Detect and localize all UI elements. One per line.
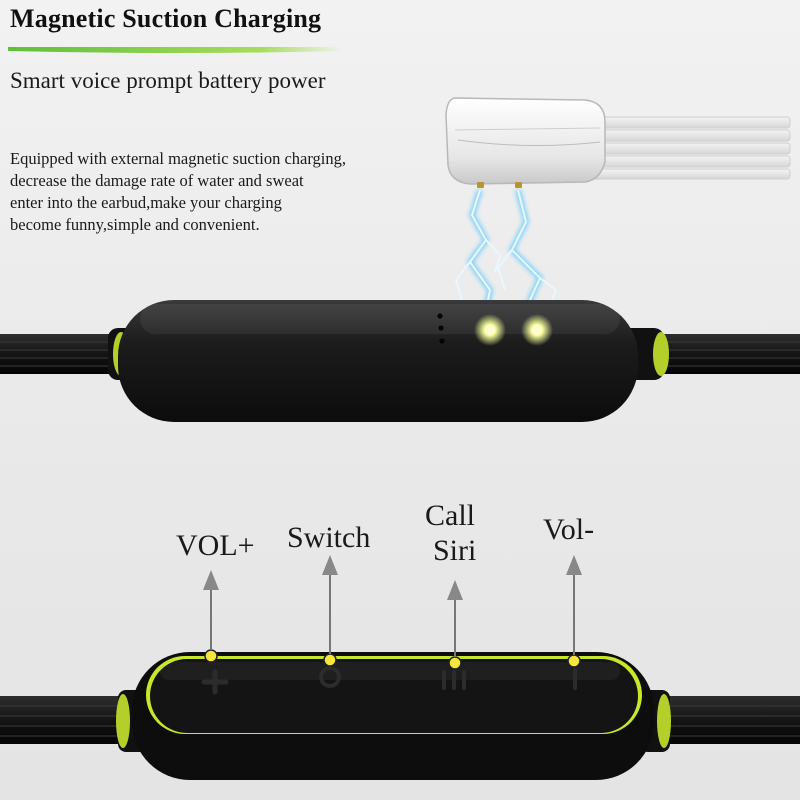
subtitle: Smart voice prompt battery power — [10, 68, 326, 93]
switch-label: Switch — [287, 521, 371, 554]
title-underline — [8, 47, 343, 53]
description-line: Equipped with external magnetic suction … — [10, 149, 347, 168]
magnetic-charger — [445, 97, 791, 188]
remote-body — [118, 300, 638, 422]
call-label: Call — [425, 499, 475, 532]
description-line: enter into the earbud,make your charging — [10, 193, 282, 212]
description-line: become funny,simple and convenient. — [10, 215, 260, 234]
remote-charging-view — [0, 300, 800, 422]
triple-bar-icon — [442, 670, 466, 690]
switch-circle-icon — [319, 666, 341, 688]
page-title: Magnetic Suction Charging — [10, 4, 322, 33]
button-marker-call — [448, 656, 462, 670]
button-marker-vol-minus — [567, 654, 581, 668]
arrow-up-icon — [322, 555, 338, 575]
arrow-up-icon — [447, 580, 463, 600]
description-line: decrease the damage rate of water and sw… — [10, 171, 304, 190]
vol-plus-label: VOL+ — [176, 529, 255, 562]
description-text: Equipped with external magnetic suction … — [10, 148, 440, 236]
arrow-up-icon — [566, 555, 582, 575]
vol-minus-label: Vol- — [543, 513, 595, 546]
charger-cable — [589, 116, 791, 180]
plus-icon — [201, 669, 229, 695]
siri-label: Siri — [433, 534, 477, 567]
button-marker-switch — [323, 653, 337, 667]
button-marker-vol-plus — [204, 649, 218, 663]
remote-buttons-view — [0, 555, 800, 780]
arrow-up-icon — [203, 570, 219, 590]
